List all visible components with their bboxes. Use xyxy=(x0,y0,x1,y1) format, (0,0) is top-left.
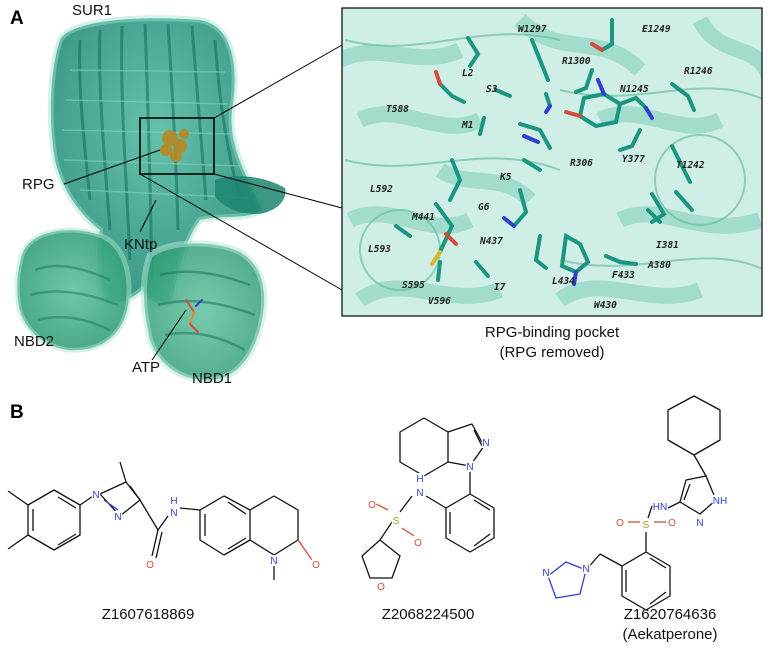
atom-label: N xyxy=(270,556,277,567)
residue-label-f433: F433 xyxy=(612,270,635,281)
atom-label: H xyxy=(170,496,177,507)
residue-label-l592: L592 xyxy=(370,184,393,195)
label-sur1: SUR1 xyxy=(72,2,112,19)
atom-label-bg xyxy=(367,499,377,510)
residue-label-e1249: E1249 xyxy=(642,24,671,35)
atom-label-bg xyxy=(695,517,705,528)
pocket-caption-line1: RPG-binding pocket xyxy=(485,324,620,341)
atom-label-bg xyxy=(376,581,386,592)
atom-label-bg xyxy=(413,537,423,548)
residue-label-k5: K5 xyxy=(499,172,512,183)
residue-label-l434: L434 xyxy=(552,276,575,287)
atom-label: N xyxy=(170,508,177,519)
atom-label-bg xyxy=(113,511,123,522)
atom-label: NH xyxy=(713,496,727,507)
structure-z2068224500 xyxy=(361,417,495,579)
atom-label: O xyxy=(668,518,676,529)
atom-label: O xyxy=(616,518,624,529)
atom-label: S xyxy=(643,520,650,531)
atom-label-bg xyxy=(169,507,179,518)
residue-label-r1246: R1246 xyxy=(684,66,713,77)
label-pointers xyxy=(63,149,187,361)
structure-z1607618869 xyxy=(7,461,313,580)
residue-label-i7: I7 xyxy=(494,282,506,293)
compound-id-3: Z1620764636 xyxy=(624,606,717,623)
residue-label-a380: A380 xyxy=(647,260,671,271)
residue-label-y377: Y377 xyxy=(622,154,645,165)
panel-label-b: B xyxy=(10,402,24,423)
atom-label: S xyxy=(393,516,400,527)
pocket-caption-line2: (RPG removed) xyxy=(499,344,604,361)
atom-label-bg xyxy=(541,567,551,578)
atom-label: O xyxy=(414,538,422,549)
residue-label-t588: T588 xyxy=(386,104,409,115)
residue-label-s595: S595 xyxy=(402,280,425,291)
atom-label: N xyxy=(542,568,549,579)
residue-label-m441: M441 xyxy=(411,212,435,223)
residue-label-i381: I381 xyxy=(656,240,679,251)
atom-label: O xyxy=(368,500,376,511)
atom-label-bg xyxy=(415,487,425,498)
residue-label-w430: W430 xyxy=(594,300,617,311)
atom-label: N xyxy=(696,518,703,529)
atom-label-bg xyxy=(169,495,179,506)
atom-label: N xyxy=(482,438,489,449)
atom-label-bg xyxy=(145,559,155,570)
atom-label-bg xyxy=(415,473,425,484)
atom-label: N xyxy=(466,462,473,473)
atom-label-bg xyxy=(641,519,651,530)
residue-label-w1297: W1297 xyxy=(518,24,547,35)
atom-label-bg xyxy=(465,461,475,472)
residue-label-g6: G6 xyxy=(478,202,490,213)
atom-label-bg xyxy=(615,517,625,528)
atom-label: N xyxy=(92,490,99,501)
atom-label-bg xyxy=(581,563,591,574)
label-atp: ATP xyxy=(132,359,160,376)
atom-label-bg xyxy=(311,559,321,570)
atom-label-bg xyxy=(391,515,401,526)
label-rpg: RPG xyxy=(22,176,55,193)
residue-label-l2: L2 xyxy=(462,68,474,79)
atom-label: N xyxy=(582,564,589,575)
atom-label: H xyxy=(416,474,423,485)
atom-label: N xyxy=(114,512,121,523)
atom-label: N xyxy=(416,488,423,499)
atom-label-bg xyxy=(269,555,279,566)
residue-label-s3: S3 xyxy=(486,84,498,95)
label-nbd1: NBD1 xyxy=(192,370,232,387)
atom-label-bg xyxy=(712,495,728,506)
atom-label: O xyxy=(146,560,154,571)
atom-label-bg xyxy=(91,489,101,500)
residue-label-t1242: T1242 xyxy=(676,160,705,171)
zoom-connectors xyxy=(139,44,343,291)
compound-id-1: Z1607618869 xyxy=(102,606,195,623)
atom-label: O xyxy=(312,560,320,571)
atom-label-bg xyxy=(667,517,677,528)
residue-label-m1: M1 xyxy=(461,120,473,131)
atom-label: HN xyxy=(653,502,667,513)
compound-note-3: (Aekatperone) xyxy=(622,626,717,643)
atom-label-bg xyxy=(652,501,668,512)
residue-label-n437: N437 xyxy=(479,236,503,247)
sur1-protein-structure xyxy=(14,15,286,384)
label-nbd2: NBD2 xyxy=(14,333,54,350)
residue-label-r306: R306 xyxy=(570,158,593,169)
atom-label: O xyxy=(377,582,385,593)
atom-labels-compound-c3: NH N HNS O O N N xyxy=(541,495,728,579)
atom-label-bg xyxy=(481,437,491,448)
residue-label-n1245: N1245 xyxy=(619,84,649,95)
panel-label-a: A xyxy=(10,8,24,29)
residue-label-l593: L593 xyxy=(368,244,391,255)
compound-id-2: Z2068224500 xyxy=(382,606,475,623)
residue-label-v596: V596 xyxy=(428,296,451,307)
residue-label-r1300: R1300 xyxy=(562,56,591,67)
structure-z1620764636 xyxy=(547,395,721,611)
label-kntp: KNtp xyxy=(124,236,157,253)
